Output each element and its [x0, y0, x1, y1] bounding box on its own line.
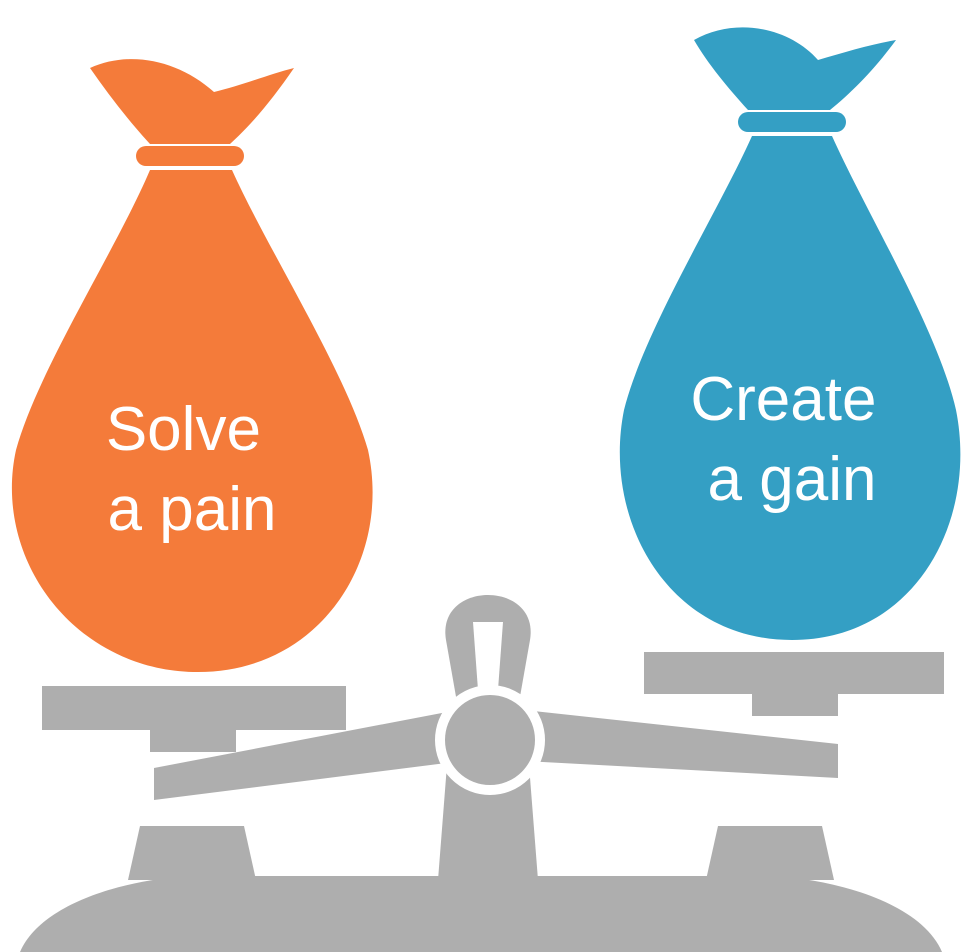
scale-pivot — [435, 685, 545, 795]
scale-left-beam — [154, 708, 470, 800]
right-bag-line2: a gain — [708, 445, 877, 514]
left-bag-line1: Solve — [106, 395, 261, 464]
right-bag-top-flap — [694, 27, 896, 110]
scale-right-pan-neck — [752, 692, 838, 716]
scale-left-pan — [42, 686, 346, 730]
right-bag-tie — [738, 112, 846, 132]
scale-right-foot — [706, 826, 834, 880]
right-bag-line1: Create — [690, 365, 876, 434]
balance-scale — [20, 595, 944, 952]
right-bag-body — [619, 136, 961, 640]
scale-right-beam — [506, 708, 838, 778]
scale-left-foot — [128, 826, 256, 880]
svg-text:Create a gain: Create a gain — [690, 365, 893, 514]
left-bag-tie — [136, 146, 244, 166]
left-money-bag: Solve a pain — [11, 59, 373, 672]
left-bag-top-flap — [90, 59, 294, 144]
scale-base — [20, 876, 942, 952]
scale-knob-cutout — [473, 622, 503, 690]
svg-text:Solve a pain: Solve a pain — [106, 395, 278, 544]
scale-left-pan-neck — [150, 728, 236, 752]
left-bag-line2: a pain — [108, 475, 277, 544]
scale-right-pan — [644, 652, 944, 694]
left-bag-body — [11, 170, 373, 672]
right-money-bag: Create a gain — [619, 27, 961, 640]
